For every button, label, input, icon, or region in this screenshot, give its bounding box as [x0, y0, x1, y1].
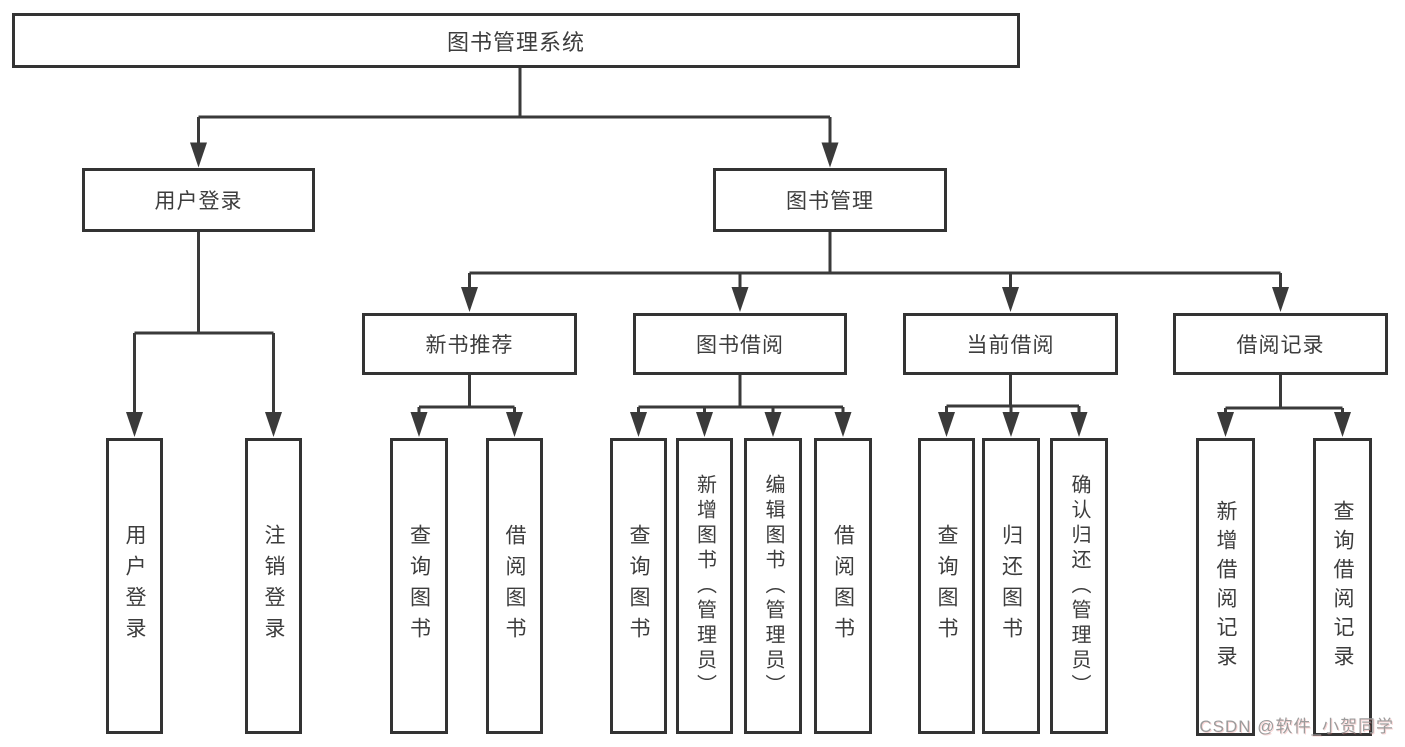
- connector-current-borrowing: [945, 375, 1081, 413]
- node-label: 用户登录: [123, 524, 146, 648]
- arrow-icon: [1272, 287, 1289, 312]
- node-label: 查询图书: [935, 524, 958, 648]
- arrow-icon: [1217, 412, 1234, 437]
- arrow-icon: [630, 412, 647, 437]
- leaf-add-book-admin: 新增图书（管理员）: [676, 438, 733, 734]
- node-borrowing-records: 借阅记录: [1173, 313, 1388, 375]
- leaf-confirm-return-admin: 确认归还（管理员）: [1050, 438, 1108, 734]
- arrow-icon: [1002, 412, 1020, 437]
- node-label: 归还图书: [999, 524, 1023, 648]
- arrow-icon: [731, 287, 749, 312]
- leaf-query-books-borrowing: 查询图书: [610, 438, 667, 734]
- leaf-query-books-current: 查询图书: [918, 438, 975, 734]
- csdn-watermark: CSDN @软件_小贺同学: [1199, 717, 1394, 736]
- node-label: 编辑图书（管理员）: [762, 473, 784, 699]
- node-current-borrowing: 当前借阅: [903, 313, 1118, 375]
- arrow-icon: [410, 412, 428, 437]
- connector-new-book: [417, 375, 516, 413]
- node-label: 图书管理系统: [446, 29, 585, 55]
- arrow-icon: [821, 142, 839, 168]
- node-label: 新书推荐: [425, 334, 514, 357]
- node-label: 查询借阅记录: [1331, 500, 1354, 674]
- leaf-logout: 注销登录: [245, 438, 302, 734]
- connector-root: [197, 68, 832, 146]
- arrow-icon: [696, 412, 713, 437]
- arrow-icon: [126, 412, 143, 437]
- connector-book-management: [468, 232, 1282, 289]
- leaf-borrow-books-recommend: 借阅图书: [486, 438, 543, 734]
- leaf-query-borrow-record: 查询借阅记录: [1313, 438, 1372, 736]
- arrow-icon: [1334, 412, 1351, 437]
- node-label: 当前借阅: [966, 334, 1055, 357]
- node-library-management-system: 图书管理系统: [12, 13, 1020, 68]
- node-label: 查询图书: [407, 524, 431, 648]
- leaf-return-books: 归还图书: [982, 438, 1040, 734]
- arrow-icon: [938, 412, 955, 437]
- node-label: 借阅记录: [1236, 334, 1325, 357]
- leaf-edit-book-admin: 编辑图书（管理员）: [744, 438, 802, 734]
- node-label: 借阅图书: [503, 524, 526, 648]
- node-label: 确认归还（管理员）: [1068, 473, 1090, 699]
- arrow-icon: [506, 412, 523, 437]
- connector-borrowing-records: [1224, 375, 1344, 413]
- node-label: 新增借阅记录: [1214, 500, 1237, 674]
- node-label: 查询图书: [627, 524, 650, 648]
- node-user-login: 用户登录: [82, 168, 315, 232]
- node-book-borrowing: 图书借阅: [633, 313, 847, 375]
- arrow-icon: [764, 412, 782, 437]
- connector-book-borrowing: [637, 375, 845, 413]
- node-label: 注销登录: [262, 524, 285, 648]
- leaf-add-borrow-record: 新增借阅记录: [1196, 438, 1255, 736]
- arrow-icon: [461, 287, 478, 312]
- node-book-management: 图书管理: [713, 168, 947, 232]
- arrow-icon: [1002, 287, 1019, 312]
- arrow-icon: [190, 142, 207, 168]
- node-label: 新增图书（管理员）: [693, 473, 716, 699]
- node-label: 图书借阅: [696, 334, 784, 357]
- node-label: 用户登录: [154, 190, 243, 213]
- node-label: 图书管理: [786, 190, 874, 213]
- node-label: 借阅图书: [831, 524, 855, 648]
- leaf-query-books-recommend: 查询图书: [390, 438, 448, 734]
- connector-user-login: [133, 232, 275, 413]
- arrow-icon: [1070, 412, 1088, 437]
- leaf-borrow-books-borrowing: 借阅图书: [814, 438, 872, 734]
- arrow-icon: [834, 412, 852, 437]
- arrow-icon: [265, 412, 282, 437]
- leaf-user-login: 用户登录: [106, 438, 163, 734]
- node-new-book-recommend: 新书推荐: [362, 313, 577, 375]
